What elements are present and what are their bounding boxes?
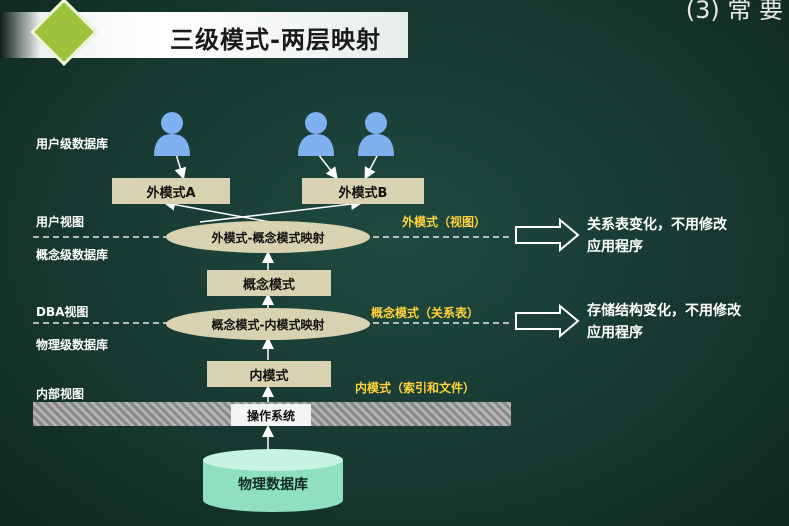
label-user-db: 用户级数据库 xyxy=(36,137,109,151)
external-concept-mapping: 外模式-概念模式映射 xyxy=(166,221,370,253)
label-physical-db: 物理级数据库 xyxy=(36,338,109,352)
arrow-right-outline-icon xyxy=(515,303,580,339)
label-internal-view: 内部视图 xyxy=(36,387,85,401)
concept-internal-mapping: 概念模式-内模式映射 xyxy=(166,308,370,340)
external-schema-a: 外模式A xyxy=(112,178,230,204)
note-1-line-2: 应用程序 xyxy=(587,239,643,255)
corner-text: (3) 常 要 xyxy=(685,0,783,24)
note-2-line-1: 存储结构变化，不用修改 xyxy=(587,303,741,319)
label-dba-view: DBA视图 xyxy=(36,305,89,319)
annotation-concept: 概念模式（关系表） xyxy=(371,306,480,320)
label-concept-db: 概念级数据库 xyxy=(36,248,109,262)
note-2: 存储结构变化，不用修改 应用程序 xyxy=(587,300,741,344)
arrow-right-outline-icon xyxy=(515,217,580,253)
note-1: 关系表变化，不用修改 应用程序 xyxy=(587,214,727,258)
note-2-line-2: 应用程序 xyxy=(587,325,643,341)
external-schema-b: 外模式B xyxy=(302,178,424,204)
label-user-view: 用户视图 xyxy=(36,215,85,229)
operating-system: 操作系统 xyxy=(231,404,311,426)
database-cylinder-icon xyxy=(203,449,343,512)
physical-database-label: 物理数据库 xyxy=(238,477,308,493)
annotation-internal: 内模式（索引和文件） xyxy=(355,381,476,395)
note-1-line-1: 关系表变化，不用修改 xyxy=(587,217,727,233)
annotation-external: 外模式（视图） xyxy=(402,215,487,229)
user-icon xyxy=(358,112,394,156)
internal-schema: 内模式 xyxy=(207,361,331,387)
user-icon xyxy=(154,112,190,156)
page-title: 三级模式-两层映射 xyxy=(170,26,381,54)
user-icon xyxy=(298,112,334,156)
concept-schema: 概念模式 xyxy=(207,270,331,296)
